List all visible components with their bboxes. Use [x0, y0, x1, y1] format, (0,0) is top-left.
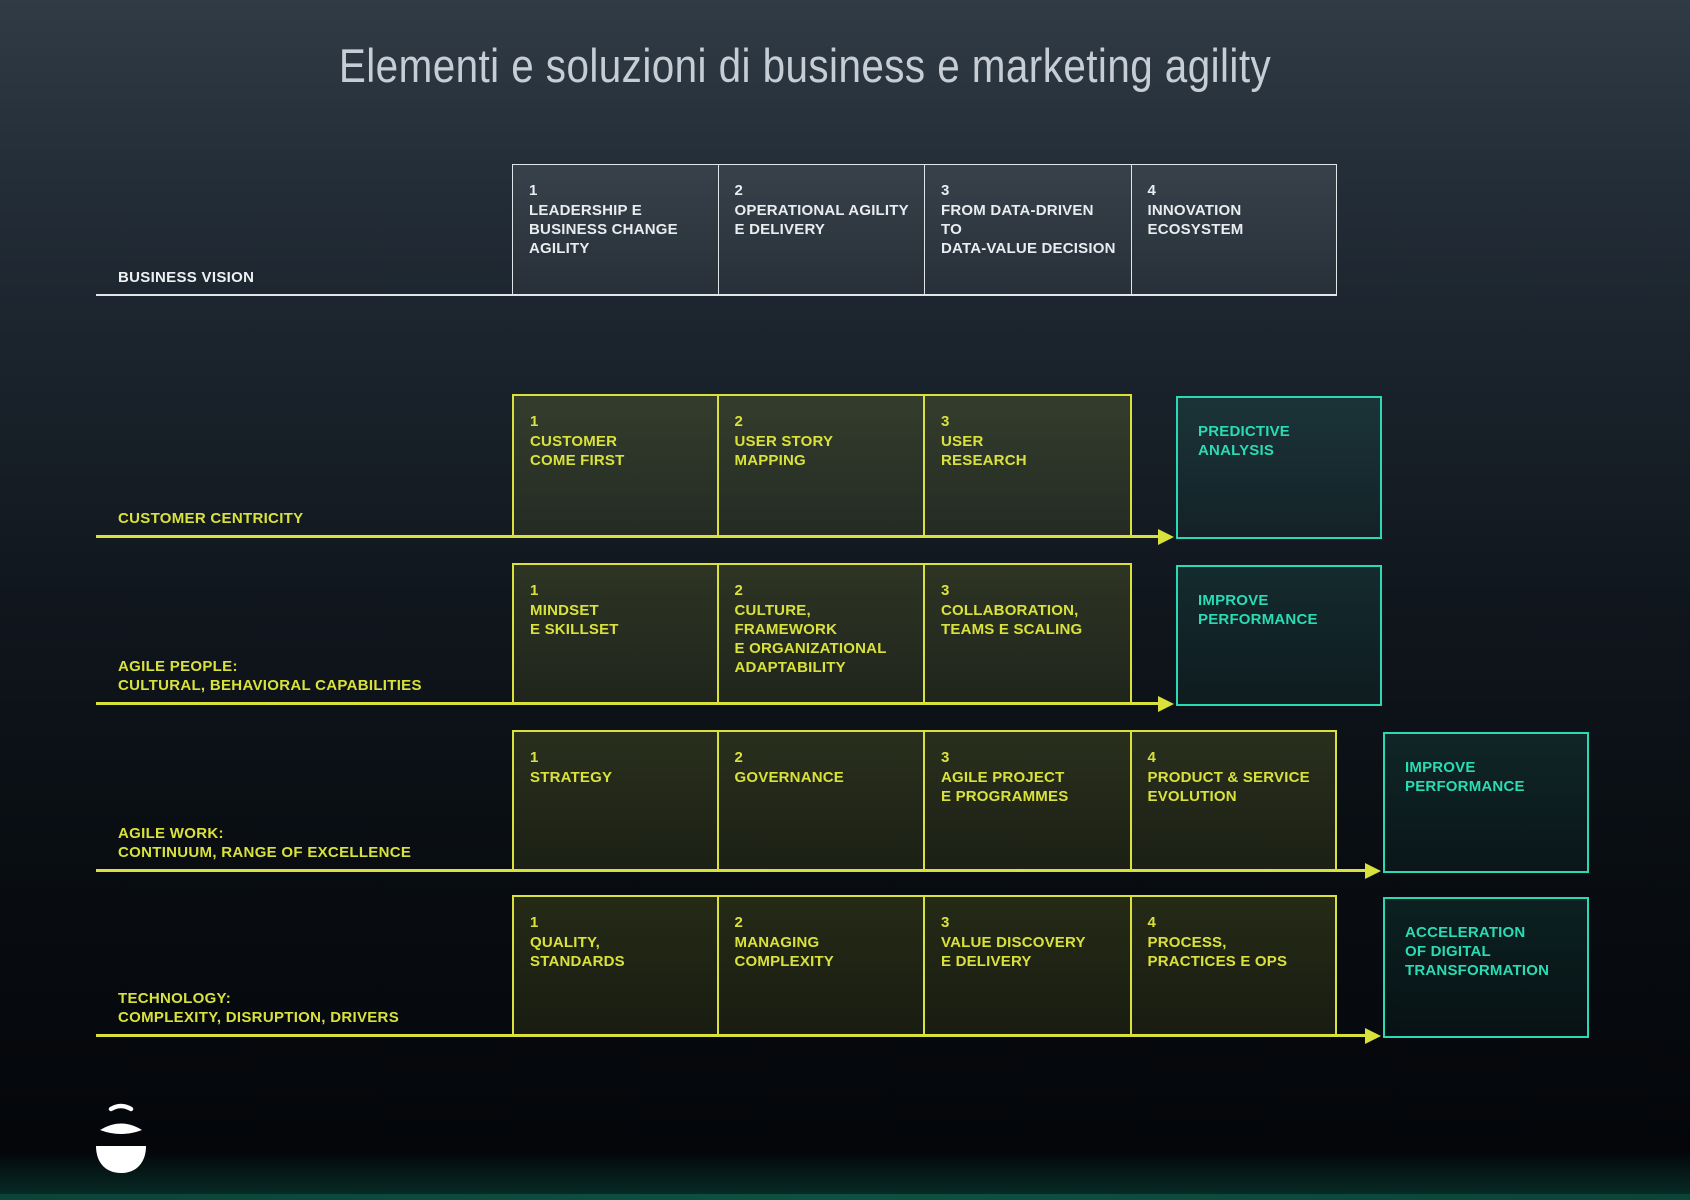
- cell-text: INNOVATION ECOSYSTEM: [1147, 202, 1244, 238]
- stacked-stones-logo-icon: [96, 1103, 146, 1173]
- cell-text: STRATEGY: [530, 769, 613, 786]
- cell-text: QUALITY, STANDARDS: [530, 934, 625, 970]
- cell-number: 3: [941, 582, 950, 599]
- row-label-line: COMPLEXITY, DISRUPTION, DRIVERS: [118, 1009, 399, 1026]
- bottom-accent-strip: [0, 1194, 1690, 1200]
- cell-text: USER RESEARCH: [941, 433, 1027, 469]
- arrow-right-icon: [1158, 695, 1174, 712]
- outcome-text: IMPROVE PERFORMANCE: [1198, 592, 1318, 628]
- row-label-agile-people: AGILE PEOPLE: CULTURAL, BEHAVIORAL CAPABI…: [118, 657, 422, 695]
- page-title: Elementi e soluzioni di business e marke…: [0, 38, 1610, 93]
- row-label-line: BUSINESS VISION: [118, 269, 255, 286]
- cell-number: 4: [1147, 914, 1156, 931]
- outcome-box-agile-work: IMPROVE PERFORMANCE: [1383, 732, 1589, 873]
- cell-number: 1: [530, 582, 539, 599]
- row-label-customer-centricity: CUSTOMER CENTRICITY: [118, 509, 303, 528]
- cell-number: 2: [734, 182, 743, 199]
- cell-text: OPERATIONAL AGILITY E DELIVERY: [734, 202, 909, 238]
- cell-number: 1: [529, 182, 538, 199]
- page-title-text: Elementi e soluzioni di business e marke…: [338, 39, 1272, 92]
- cell-number: 1: [530, 413, 539, 430]
- outcome-box-technology: ACCELERATION OF DIGITAL TRANSFORMATION: [1383, 897, 1589, 1038]
- cell-number: 2: [734, 582, 743, 599]
- cell-text: COLLABORATION, TEAMS E SCALING: [941, 602, 1083, 638]
- cell-text: USER STORY MAPPING: [734, 433, 834, 469]
- row-label-line: AGILE PEOPLE:: [118, 658, 238, 675]
- cell-text: PRODUCT & SERVICE EVOLUTION: [1147, 769, 1310, 805]
- cell-number: 1: [530, 749, 539, 766]
- cell-number: 2: [734, 749, 743, 766]
- cell-number: 3: [941, 749, 950, 766]
- cell-number: 3: [941, 182, 950, 199]
- row-label-line: CUSTOMER CENTRICITY: [118, 510, 304, 527]
- cell-text: GOVERNANCE: [734, 769, 845, 786]
- row-label-line: CULTURAL, BEHAVIORAL CAPABILITIES: [118, 677, 422, 694]
- outcome-text: ACCELERATION OF DIGITAL TRANSFORMATION: [1405, 924, 1550, 979]
- cell-number: 2: [734, 914, 743, 931]
- cell-number: 4: [1147, 749, 1156, 766]
- cell-text: MANAGING COMPLEXITY: [734, 934, 835, 970]
- arrow-right-icon: [1365, 862, 1381, 879]
- outcome-text: PREDICTIVE ANALYSIS: [1198, 423, 1291, 459]
- row-label-line: CONTINUUM, RANGE OF EXCELLENCE: [118, 844, 412, 861]
- row-label-line: AGILE WORK:: [118, 825, 224, 842]
- cell-text: FROM DATA-DRIVEN TO DATA-VALUE DECISION: [941, 202, 1116, 257]
- cell-number: 3: [941, 914, 950, 931]
- outcome-box-customer-centricity: PREDICTIVE ANALYSIS: [1176, 396, 1382, 539]
- cell-text: CULTURE, FRAMEWORK E ORGANIZATIONAL ADAP…: [734, 602, 887, 676]
- arrow-right-icon: [1365, 1027, 1381, 1044]
- cell-text: CUSTOMER COME FIRST: [530, 433, 625, 469]
- cell-number: 3: [941, 413, 950, 430]
- cell-text: PROCESS, PRACTICES E OPS: [1147, 934, 1288, 970]
- row-label-technology: TECHNOLOGY: COMPLEXITY, DISRUPTION, DRIVE…: [118, 989, 399, 1027]
- row-label-business-vision: BUSINESS VISION: [118, 268, 254, 287]
- cell-text: VALUE DISCOVERY E DELIVERY: [941, 934, 1086, 970]
- cell-text: AGILE PROJECT E PROGRAMMES: [941, 769, 1069, 805]
- outcome-text: IMPROVE PERFORMANCE: [1405, 759, 1525, 795]
- cell-text: MINDSET E SKILLSET: [530, 602, 619, 638]
- cell-number: 1: [530, 914, 539, 931]
- row-label-agile-work: AGILE WORK: CONTINUUM, RANGE OF EXCELLENC…: [118, 824, 411, 862]
- cell-text: LEADERSHIP E BUSINESS CHANGE AGILITY: [529, 202, 678, 257]
- cell-number: 4: [1147, 182, 1156, 199]
- arrow-right-icon: [1158, 528, 1174, 545]
- outcome-box-agile-people: IMPROVE PERFORMANCE: [1176, 565, 1382, 706]
- row-label-line: TECHNOLOGY:: [118, 990, 232, 1007]
- cell-number: 2: [734, 413, 743, 430]
